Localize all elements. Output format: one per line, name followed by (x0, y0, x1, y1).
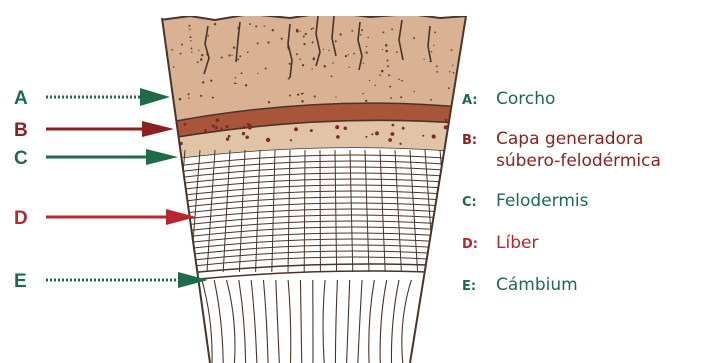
label-D: D (14, 208, 28, 229)
label-E: E (14, 271, 27, 292)
legend-text-B-line1: Capa generadora (496, 129, 643, 149)
arrow-C (46, 149, 178, 165)
arrow-A (46, 88, 170, 106)
legend-text-B-line2: súbero-felodérmica (496, 151, 661, 171)
legend-text-C: Felodermis (496, 191, 589, 211)
legend-letter-B: B: (462, 133, 477, 148)
label-C: C (14, 148, 28, 169)
legend-text-E: Cámbium (496, 275, 578, 295)
legend-letter-D: D: (462, 237, 478, 252)
label-B: B (14, 120, 28, 141)
label-A: A (14, 88, 28, 109)
legend-letter-E: E: (462, 279, 476, 294)
arrow-B (46, 121, 174, 137)
legend-letter-A: A: (462, 93, 478, 108)
trunk-section (160, 12, 470, 363)
legend: A: Corcho B: Capa generadora súbero-felo… (462, 89, 661, 295)
legend-letter-C: C: (462, 195, 477, 210)
arrow-E (46, 272, 208, 288)
arrow-D (46, 209, 196, 225)
legend-text-A: Corcho (496, 89, 555, 109)
legend-text-D: Líber (496, 233, 538, 253)
